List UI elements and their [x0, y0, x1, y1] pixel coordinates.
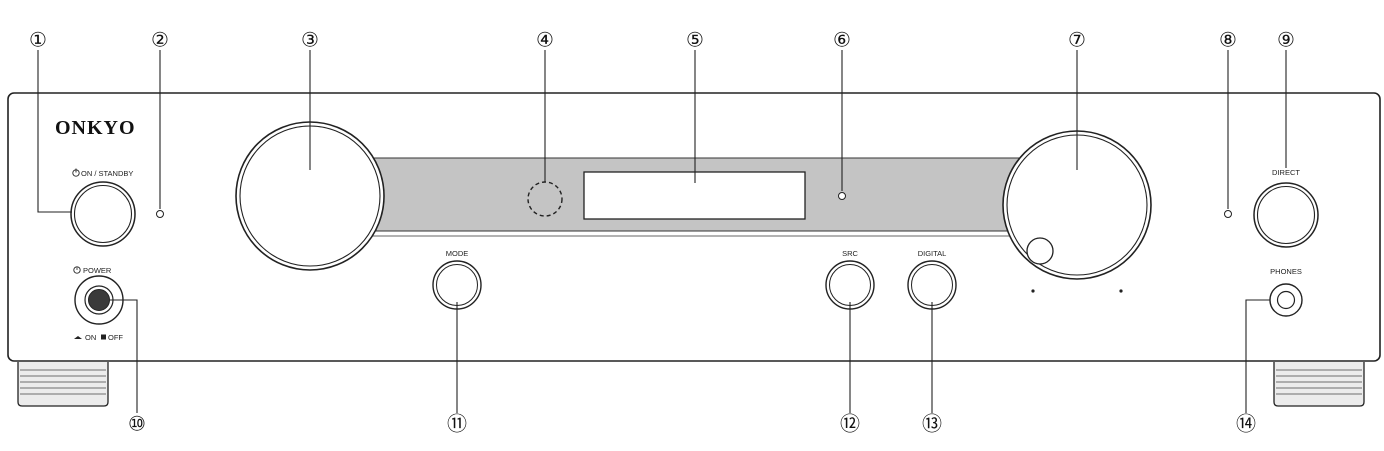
svg-text:OFF: OFF [108, 333, 123, 342]
phones-jack[interactable] [1269, 283, 1303, 317]
display-indicator [838, 192, 846, 200]
phones-label: PHONES [1270, 267, 1302, 276]
callout-14: ⑭ [1236, 412, 1256, 435]
volume-max-dot [1119, 289, 1123, 293]
callout-11: ⑪ [447, 412, 467, 435]
right-foot [1273, 362, 1365, 407]
svg-text:ON: ON [85, 333, 96, 342]
src-button[interactable] [825, 260, 875, 310]
standby-indicator [156, 210, 164, 218]
callout-6: ⑥ [833, 29, 851, 51]
volume-knob[interactable] [1002, 130, 1152, 280]
power-label: POWER [83, 266, 112, 275]
direct-label: DIRECT [1272, 168, 1300, 177]
power-on-off-marks: ON OFF [74, 333, 123, 342]
left-foot [17, 362, 109, 407]
volume-min-dot [1031, 289, 1035, 293]
on-standby-label: ON / STANDBY [81, 169, 133, 178]
digital-label: DIGITAL [918, 249, 947, 258]
direct-button[interactable] [1253, 182, 1319, 248]
callout-leaders [37, 50, 1287, 413]
callout-3: ③ [301, 29, 319, 51]
power-clock-icon [73, 266, 81, 274]
callout-10: ⑩ [128, 413, 146, 435]
callout-9: ⑨ [1277, 29, 1295, 51]
callout-2: ② [151, 29, 169, 51]
mode-label: MODE [446, 249, 469, 258]
callout-7: ⑦ [1068, 29, 1086, 51]
power-switch[interactable] [74, 275, 124, 325]
callout-5: ⑤ [686, 29, 704, 51]
callout-1: ① [29, 29, 47, 51]
mode-button[interactable] [432, 260, 482, 310]
callout-13: ⑬ [922, 412, 942, 435]
brand-logo: ONKYO [55, 117, 136, 139]
digital-button[interactable] [907, 260, 957, 310]
callout-8: ⑧ [1219, 29, 1237, 51]
src-label: SRC [842, 249, 858, 258]
direct-indicator [1224, 210, 1232, 218]
callout-4: ④ [536, 29, 554, 51]
on-standby-button[interactable] [70, 181, 136, 247]
callout-numbers: ① ② ③ ④ ⑤ ⑥ ⑦ ⑧ ⑨ ⑩ ⑪ ⑫ ⑬ ⑭ [29, 29, 1295, 435]
standby-power-icon [72, 168, 80, 177]
callout-12: ⑫ [840, 412, 860, 435]
